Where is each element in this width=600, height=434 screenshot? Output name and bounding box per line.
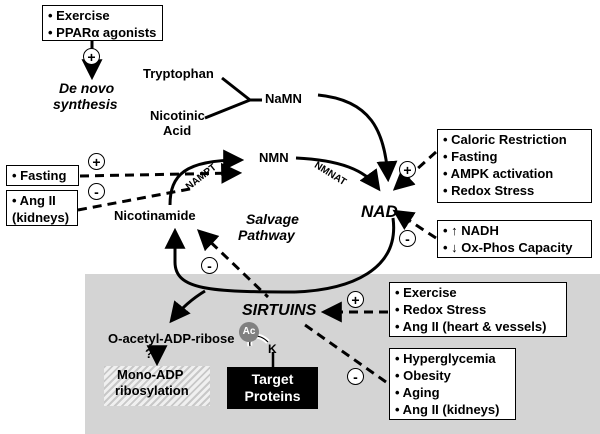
target-proteins-box: Target Proteins — [227, 367, 318, 409]
acetyl-group-icon: Ac — [239, 322, 259, 342]
nad-label: NAD — [361, 202, 398, 221]
oacetyl-label: O-acetyl-ADP-ribose — [108, 331, 235, 346]
box-exercise-line: • Exercise — [395, 285, 457, 300]
box-caloric-line: • Fasting — [443, 149, 498, 164]
plus-sign: + — [399, 161, 416, 178]
nmn-label: NMN — [259, 150, 289, 165]
dashed-caloric-to-nad — [392, 150, 438, 191]
box-nadh-line: • ↑ NADH — [443, 223, 499, 238]
line-nicotinic-namn — [204, 98, 251, 120]
box-exercise-ppar: • Exercise • PPARα agonists — [42, 5, 163, 41]
arrow-loop-to-nicotinamide — [164, 227, 296, 294]
minus-sign: - — [399, 230, 416, 247]
box-caloric-line: • Caloric Restriction — [443, 132, 567, 147]
box-caloric-line: • AMPK activation — [443, 166, 554, 181]
plus-sign: + — [88, 153, 105, 170]
proteins-label: Proteins — [244, 388, 301, 404]
box-exercise-line: • Ang II (heart & vessels) — [395, 319, 547, 334]
tryptophan-label: Tryptophan — [143, 66, 214, 81]
namn-label: NaMN — [265, 91, 302, 106]
box-exercise-line: • Redox Stress — [395, 302, 487, 317]
acid-label: Acid — [163, 123, 192, 138]
box-caloric-restriction: • Caloric Restriction • Fasting • AMPK a… — [437, 129, 592, 203]
box-hyper-line: • Ang II (kidneys) — [395, 402, 500, 417]
dashed-angii-line — [77, 186, 196, 212]
plus-sign: + — [83, 48, 100, 65]
mono-adp-hatched-box — [104, 366, 210, 406]
dashed-nadh-to-nad — [392, 209, 437, 240]
dashed-fasting-arrow — [79, 162, 243, 184]
minus-sign: - — [201, 257, 218, 274]
target-label: Target — [251, 371, 294, 387]
sirtuins-label: SIRTUINS — [242, 302, 317, 319]
box-nadh: • ↑ NADH • ↓ Ox-Phos Capacity — [437, 220, 592, 258]
loop-nad-to-sirtuins — [294, 217, 396, 294]
box-hyper-line: • Hyperglycemia — [395, 351, 496, 366]
box-angii-line: (kidneys) — [12, 210, 70, 225]
box-nadh-line: • ↓ Ox-Phos Capacity — [443, 240, 573, 255]
salvage-label: Salvage — [246, 211, 299, 227]
nicotinic-label: Nicotinic — [150, 108, 205, 123]
question-mark: ? — [145, 346, 153, 361]
arrow-nicotinamide-to-nmn — [168, 149, 245, 206]
box-exercise-ppar-line: • Exercise — [48, 8, 110, 23]
box-fasting-line: • Fasting — [12, 168, 67, 183]
de-novo-label: De novo — [59, 80, 115, 96]
minus-sign: - — [347, 368, 364, 385]
plus-sign: + — [347, 291, 364, 308]
pathway-label: Pathway — [238, 227, 295, 243]
box-exercise-redox: • Exercise • Redox Stress • Ang II (hear… — [389, 282, 567, 337]
arrow-to-oacetyl — [169, 289, 206, 324]
box-angii-kidneys: • Ang II (kidneys) — [6, 190, 78, 226]
nicotinamide-label: Nicotinamide — [114, 208, 196, 223]
synthesis-label: synthesis — [53, 96, 118, 112]
box-exercise-ppar-line: • PPARα agonists — [48, 25, 157, 40]
line-tryptophan-namn — [221, 76, 251, 102]
box-hyperglycemia: • Hyperglycemia • Obesity • Aging • Ang … — [389, 348, 516, 420]
ribosylation-label: ribosylation — [115, 383, 189, 398]
arrow-nmn-to-nad — [295, 156, 381, 192]
box-hyper-line: • Obesity — [395, 368, 451, 383]
dashed-nicotinamide-sirtuins — [196, 229, 270, 299]
lysine-label: K — [268, 342, 277, 356]
minus-sign: - — [88, 183, 105, 200]
box-angii-line: • Ang II — [12, 193, 56, 208]
arrow-namn-to-nad — [317, 93, 398, 183]
box-caloric-line: • Redox Stress — [443, 183, 535, 198]
box-fasting: • Fasting — [6, 165, 79, 186]
mono-adp-label: Mono-ADP — [117, 367, 184, 382]
dashed-hyper-to-sirtuins — [304, 323, 387, 384]
box-hyper-line: • Aging — [395, 385, 440, 400]
